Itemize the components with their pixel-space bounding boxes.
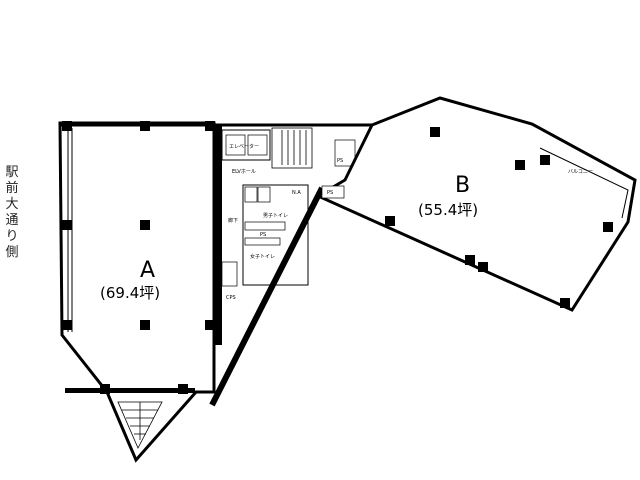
core: エレベーター ELVホール 男子トイレ PS 女子トイレ PS CPS 廊下 N… <box>60 123 372 407</box>
corridor-label: 廊下 <box>228 217 238 224</box>
balcony-label: バルコニー <box>568 169 593 175</box>
cps-label: CPS <box>226 295 236 301</box>
unit-b: バルコニー B (55.4坪) <box>314 96 637 312</box>
na-label: N.A <box>292 190 301 196</box>
elv-hall-label: ELVホール <box>232 169 256 175</box>
ps-label-2: PS <box>337 158 343 164</box>
ps-label-1: PS <box>260 232 266 238</box>
ps-shaft-3: PS <box>321 185 345 199</box>
ps-label-3: PS <box>327 190 333 196</box>
womens-toilet-label: 女子トイレ <box>250 253 275 260</box>
street-side-label: 駅前大通り側 <box>5 165 19 260</box>
elevator-label: エレベーター <box>229 143 259 150</box>
unit-a-letter: A <box>140 258 155 283</box>
stair-core <box>271 127 313 169</box>
unit-a-area: (69.4坪) <box>100 284 160 302</box>
unit-b-letter: B <box>455 173 470 198</box>
unit-b-area: (55.4坪) <box>418 201 478 219</box>
stair-a <box>117 401 163 449</box>
mens-toilet-label: 男子トイレ <box>263 212 288 219</box>
unit-a: A (69.4坪) <box>58 121 216 463</box>
